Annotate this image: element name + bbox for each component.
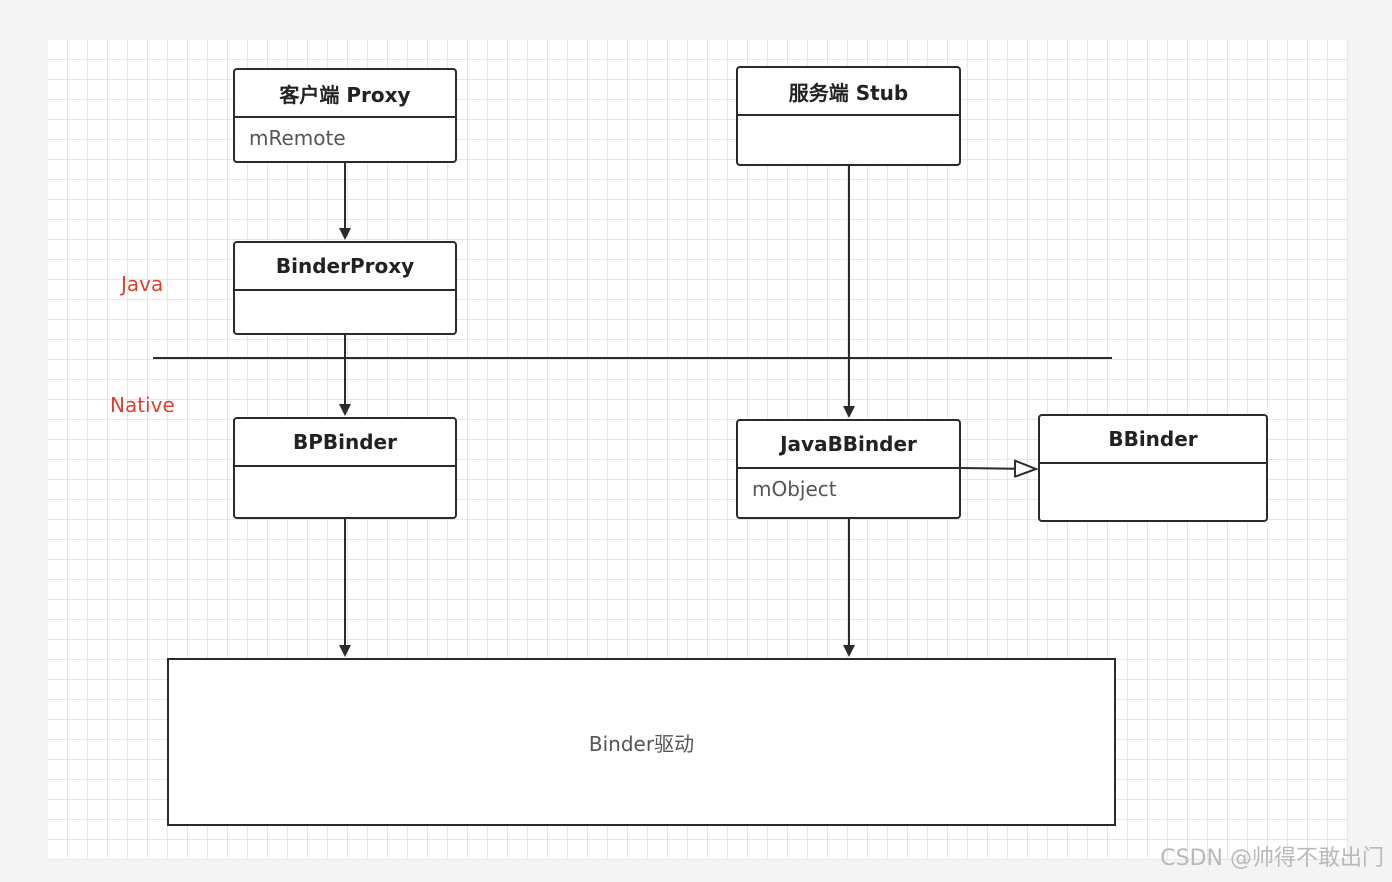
node-field: mRemote [249,126,346,150]
binder-proxy-node[interactable]: BinderProxy [233,241,457,335]
client-proxy-node[interactable]: 客户端 Proxy mRemote [233,68,457,163]
node-title: 客户端 Proxy [235,70,455,118]
node-field: mObject [752,477,837,501]
bp-binder-node[interactable]: BPBinder [233,417,457,519]
java-bbinder-node[interactable]: JavaBBinder mObject [736,419,961,519]
node-field [738,116,959,132]
native-layer-label: Native [110,393,175,417]
node-title: BinderProxy [235,243,455,291]
node-title: BPBinder [235,419,455,467]
node-field [1040,464,1266,480]
bbinder-node[interactable]: BBinder [1038,414,1268,522]
node-field [235,291,455,307]
server-stub-node[interactable]: 服务端 Stub [736,66,961,166]
node-title: JavaBBinder [738,421,959,469]
node-title: BBinder [1040,416,1266,464]
driver-label: Binder驱动 [588,731,695,756]
node-field [235,467,455,483]
java-layer-label: Java [121,272,164,296]
binder-driver-node[interactable]: Binder驱动 [167,658,1116,826]
watermark: CSDN @帅得不敢出门 [1160,846,1384,871]
node-title: 服务端 Stub [738,68,959,116]
